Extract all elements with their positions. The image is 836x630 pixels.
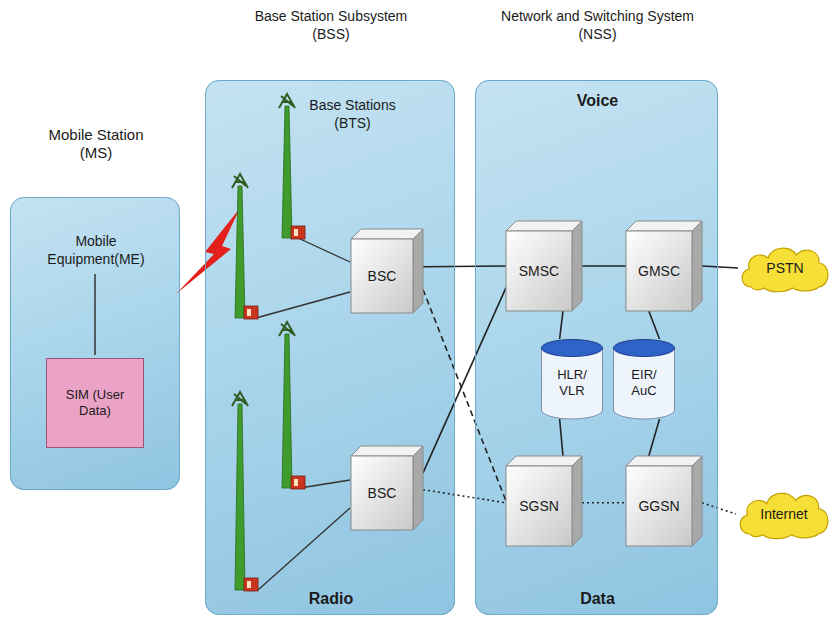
panel-heading: Base Station Subsystem (BSS) — [255, 8, 408, 42]
section-label: Data — [580, 590, 615, 607]
text-holder: PSTN — [738, 243, 832, 293]
text-holder: Voice — [546, 91, 649, 110]
subsystem-panel: Network and Switching System (NSS)VoiceD… — [475, 80, 718, 615]
subsystem-panel: Base Station Subsystem (BSS)RadioBSCBSC — [205, 80, 455, 615]
node-label: SIM (User Data) — [63, 387, 127, 418]
controller-box: BSC — [351, 229, 423, 313]
network-link — [423, 289, 506, 501]
node-label: SMSC — [519, 263, 559, 280]
node-label: Internet — [760, 506, 807, 523]
text-holder: Data — [546, 589, 649, 608]
text-holder: GMSC — [626, 231, 692, 311]
network-link — [423, 490, 506, 503]
tower-caption: Base Stations (BTS) — [309, 97, 395, 131]
base-station-tower — [232, 174, 258, 319]
text-holder: Mobile Station (MS) — [31, 126, 161, 162]
register-database: HLR/ VLR — [541, 339, 603, 419]
panel-heading: Mobile Station (MS) — [48, 126, 143, 161]
network-link — [649, 311, 660, 339]
node-label: GMSC — [638, 263, 680, 280]
text-holder: Mobile Equipment(ME) — [36, 232, 156, 268]
text-holder: EIR/ AuC — [613, 355, 675, 411]
text-holder: GGSN — [626, 466, 692, 546]
base-station-tower — [279, 94, 305, 239]
sim-card: SIM (User Data) — [46, 358, 144, 448]
text-holder: Network and Switching System (NSS) — [490, 7, 705, 43]
base-station-tower — [279, 322, 305, 489]
node-label: BSC — [368, 268, 397, 285]
text-holder: SGSN — [506, 466, 572, 546]
text-holder: Base Station Subsystem (BSS) — [236, 7, 426, 43]
radio-link-bolt — [176, 208, 240, 294]
support-node-box: SGSN — [506, 456, 582, 546]
node-label: PSTN — [766, 260, 803, 277]
node-label: SGSN — [519, 498, 559, 515]
network-link — [649, 419, 660, 456]
register-database: EIR/ AuC — [613, 339, 675, 419]
text-holder: Internet — [736, 488, 832, 540]
network-link — [423, 288, 506, 473]
text-holder: BSC — [351, 456, 413, 530]
section-label: Radio — [309, 590, 353, 607]
sim-leader-line — [95, 274, 96, 355]
network-link — [702, 266, 738, 268]
network-link — [423, 265, 506, 267]
node-label: BSC — [368, 485, 397, 502]
panel-heading: Network and Switching System (NSS) — [501, 8, 694, 42]
text-holder: SMSC — [506, 231, 572, 311]
text-holder: HLR/ VLR — [541, 355, 603, 411]
text-holder: SIM (User Data) — [47, 359, 143, 447]
base-station-tower — [232, 392, 258, 591]
node-label: HLR/ VLR — [548, 367, 596, 398]
network-link — [582, 502, 626, 504]
node-label: GGSN — [638, 498, 679, 515]
section-label: Voice — [577, 92, 619, 109]
network-link — [560, 311, 563, 339]
network-cloud: PSTN — [738, 243, 832, 293]
tower-links — [256, 238, 350, 590]
support-node-box: GGSN — [626, 456, 702, 546]
node-label: EIR/ AuC — [620, 367, 668, 398]
network-link — [702, 503, 736, 514]
equipment-label: Mobile Equipment(ME) — [47, 233, 144, 267]
text-holder: Base Stations (BTS) — [300, 96, 405, 132]
station-panel: Mobile Station (MS)Mobile Equipment(ME)S… — [10, 197, 180, 490]
switch-box: GMSC — [626, 221, 702, 311]
text-holder: BSC — [351, 239, 413, 313]
network-link — [582, 265, 626, 267]
text-holder: Radio — [281, 589, 381, 608]
network-cloud: Internet — [736, 488, 832, 540]
controller-box: BSC — [351, 446, 423, 530]
switch-box: SMSC — [506, 221, 582, 311]
network-link — [560, 419, 563, 456]
